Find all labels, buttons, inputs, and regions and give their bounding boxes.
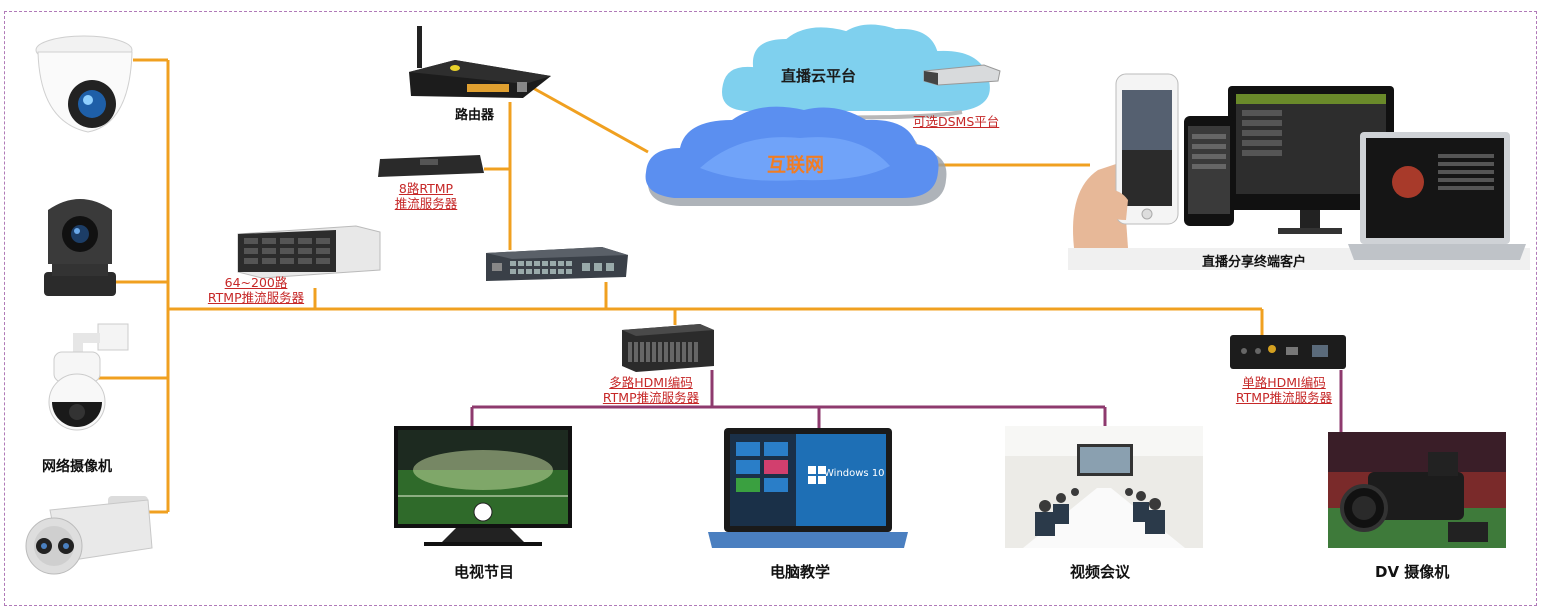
label-video-conference: 视频会议 — [1070, 563, 1131, 581]
bullet-camera — [20, 490, 156, 586]
tv-program-image — [394, 426, 572, 550]
label-multi-line2: RTMP推流服务器 — [602, 390, 700, 405]
label-single-line1: 单路HDMI编码 — [1242, 375, 1326, 390]
windows-logo-text: Windows 10 — [824, 468, 885, 479]
network-switch — [482, 243, 630, 283]
video-conference-image — [1005, 426, 1203, 548]
diagram-frame — [4, 11, 1537, 606]
label-single-line2: RTMP推流服务器 — [1235, 390, 1333, 405]
label-network-cameras: 网络摄像机 — [42, 459, 112, 475]
label-multi-hdmi: 多路HDMI编码 RTMP推流服务器 — [590, 375, 712, 405]
rtmp-rack-server — [236, 224, 382, 280]
speed-dome-camera — [40, 322, 130, 432]
label-single-hdmi: 单路HDMI编码 RTMP推流服务器 — [1226, 375, 1342, 405]
label-dv-camera: DV 摄像机 — [1375, 563, 1450, 581]
label-clients: 直播分享终端客户 — [1202, 255, 1307, 270]
label-pc: 电脑教学 — [770, 563, 831, 581]
ptz-camera — [42, 192, 118, 300]
single-hdmi-encoder — [1228, 333, 1348, 373]
label-64ch-rtmp: 64~200路 RTMP推流服务器 — [196, 275, 316, 305]
client-devices — [1068, 70, 1530, 270]
label-tv: 电视节目 — [454, 563, 515, 581]
dsms-server — [922, 63, 1002, 87]
rtmp-8ch-server — [376, 153, 486, 179]
label-8ch-line2: 推流服务器 — [394, 196, 458, 211]
router-device — [405, 26, 555, 106]
label-internet: 互联网 — [767, 154, 825, 176]
label-multi-line1: 多路HDMI编码 — [609, 375, 693, 390]
dome-camera — [34, 32, 134, 136]
label-router: 路由器 — [455, 108, 495, 123]
multi-hdmi-encoder — [620, 322, 716, 374]
label-64ch-line1: 64~200路 — [224, 275, 288, 290]
internet-cloud — [640, 102, 952, 214]
label-64ch-line2: RTMP推流服务器 — [207, 290, 305, 305]
label-cloud-platform: 直播云平台 — [781, 67, 857, 85]
label-8ch-rtmp: 8路RTMP 推流服务器 — [386, 181, 466, 211]
label-8ch-line1: 8路RTMP — [398, 181, 454, 196]
pc-teaching-image: Windows 10 — [708, 428, 908, 550]
label-dsms: 可选DSMS平台 — [913, 114, 1000, 129]
dv-camera-image — [1328, 432, 1506, 548]
